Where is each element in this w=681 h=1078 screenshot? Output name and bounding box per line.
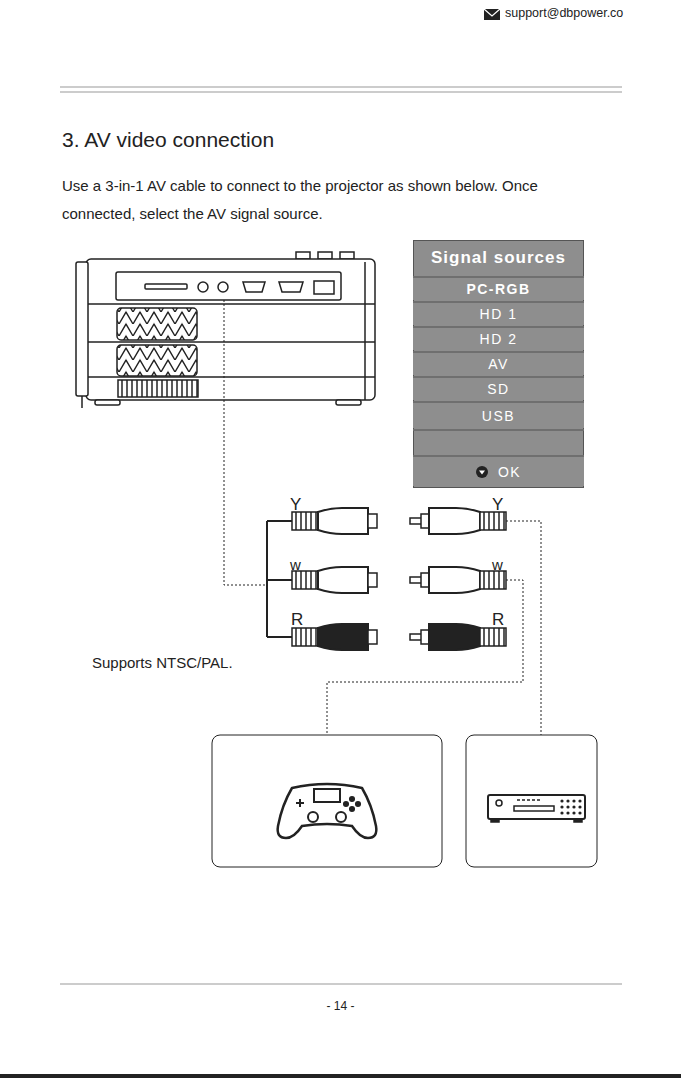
menu-item-text: AV — [488, 356, 509, 372]
section-title: 3. AV video connection — [62, 128, 274, 152]
format-note: Supports NTSC/PAL. — [92, 654, 233, 671]
menu-item: PC-RGB — [413, 276, 584, 300]
menu-item: SD — [413, 376, 584, 400]
device-frame — [466, 735, 597, 867]
projector — [76, 252, 375, 408]
signal-wire — [224, 300, 266, 585]
rca-plug — [410, 624, 506, 650]
plug-label: Y — [492, 495, 503, 515]
menu-item-text: USB — [482, 408, 515, 424]
down-key-icon — [476, 466, 488, 478]
support-email: support@dbpower.co — [505, 6, 623, 20]
rca-plugs — [292, 508, 506, 650]
menu-item: OK — [413, 455, 584, 486]
envelope-icon — [484, 9, 500, 20]
menu-item-text: OK — [498, 464, 521, 480]
signal-source-menu: Signal sourcesPC-RGB HD 1 HD 2 AV SD USB OK — [413, 240, 584, 488]
plug-label: R — [291, 610, 303, 630]
footer-rule — [60, 984, 622, 985]
instruction-text: Use a 3-in-1 AV cable to connect to the … — [62, 172, 574, 228]
rca-plug — [410, 508, 506, 534]
menu-item-text: HD 2 — [480, 331, 518, 347]
page-number: - 14 - — [0, 999, 681, 1013]
rca-plug — [292, 567, 377, 593]
gamepad-icon — [278, 784, 377, 838]
page-edge — [0, 1074, 681, 1078]
menu-item: AV — [413, 351, 584, 375]
plug-label: w — [492, 556, 503, 573]
menu-item: USB — [413, 401, 584, 428]
rca-plug — [292, 508, 377, 534]
plug-label: Y — [290, 495, 301, 515]
plug-label: R — [492, 610, 504, 630]
header-rule — [60, 92, 622, 93]
menu-item: HD 1 — [413, 301, 584, 325]
cable-split — [267, 521, 292, 637]
menu-item: HD 2 — [413, 326, 584, 350]
menu-divider — [413, 455, 584, 457]
menu-item-text: PC-RGB — [466, 281, 530, 297]
rca-plug — [410, 567, 506, 593]
menu-item-text: HD 1 — [480, 306, 518, 322]
menu-blank-row — [413, 429, 584, 455]
menu-item-text: SD — [487, 381, 509, 397]
header-rule — [60, 87, 622, 88]
plug-label: w — [290, 556, 301, 573]
menu-heading: Signal sources — [414, 248, 583, 268]
signal-wire — [327, 580, 523, 735]
dvd-player-icon — [488, 795, 585, 822]
rca-plug — [292, 624, 377, 650]
device-frame — [212, 735, 442, 867]
